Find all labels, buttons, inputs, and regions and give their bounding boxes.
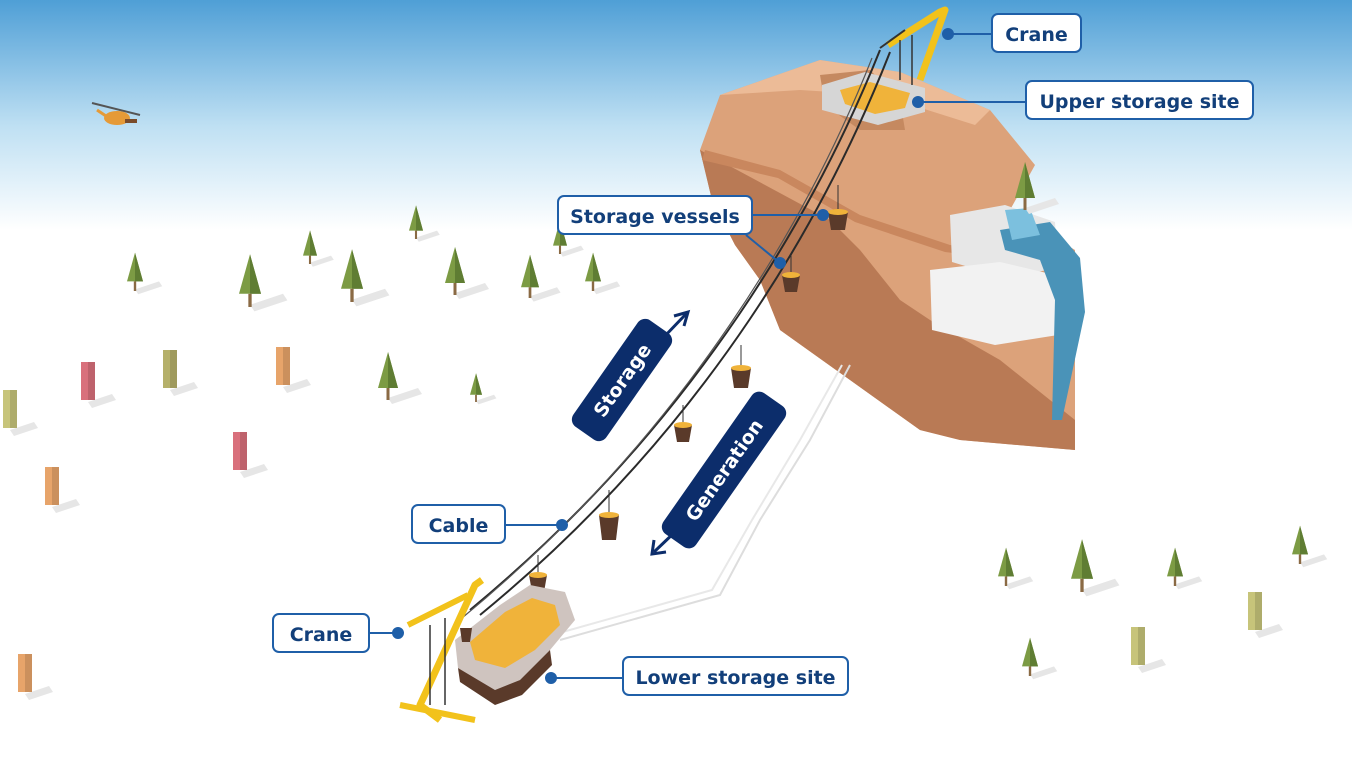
waterfall [1000, 222, 1085, 420]
tree-14 [1071, 539, 1120, 597]
tree-5 [409, 205, 440, 242]
leader-lines [370, 28, 1025, 684]
tree-9 [585, 252, 621, 295]
post-9 [1131, 627, 1166, 673]
post-8 [1248, 592, 1283, 638]
generation-flow-label: Generation [682, 415, 768, 525]
tree-4 [341, 249, 390, 307]
storage-vessel-buckets [529, 185, 848, 592]
tree-2 [239, 254, 288, 312]
post-1 [81, 362, 116, 408]
tree-7 [521, 254, 561, 302]
post-6 [45, 467, 80, 513]
tree-16 [1292, 525, 1328, 568]
lower-storage-site-callout: Lower storage site [622, 656, 849, 696]
tree-12 [1015, 162, 1059, 214]
tree-3 [303, 230, 334, 267]
generation-flow-badge: Generation [650, 391, 787, 556]
post-3 [276, 347, 311, 393]
post-4 [3, 390, 38, 436]
tree-6 [445, 247, 489, 299]
upper-storage-site-callout: Upper storage site [1025, 80, 1254, 120]
trees [127, 162, 1328, 680]
tree-13 [998, 547, 1034, 590]
storage-vessels-callout: Storage vessels [557, 195, 753, 235]
tree-1 [127, 252, 163, 295]
crane-top-callout: Crane [991, 13, 1082, 53]
lower-crane [399, 577, 485, 723]
helicopter-icon [91, 102, 141, 125]
tree-11 [470, 373, 497, 405]
tree-17 [1022, 637, 1058, 680]
bucket-1 [828, 185, 848, 230]
crane-bottom-callout: Crane [272, 613, 370, 653]
post-5 [233, 432, 268, 478]
post-7 [18, 654, 53, 700]
post-2 [163, 350, 198, 396]
bucket-5 [599, 490, 619, 540]
upper-storage-pit [822, 72, 925, 125]
cable-callout: Cable [411, 504, 506, 544]
tree-15 [1167, 547, 1203, 590]
bucket-4 [674, 405, 692, 442]
upper-crane [879, 6, 949, 85]
tree-10 [378, 352, 422, 404]
posts [3, 347, 1283, 700]
lower-storage-pit [455, 585, 575, 705]
bucket-2 [782, 255, 800, 292]
bucket-3 [731, 345, 751, 388]
